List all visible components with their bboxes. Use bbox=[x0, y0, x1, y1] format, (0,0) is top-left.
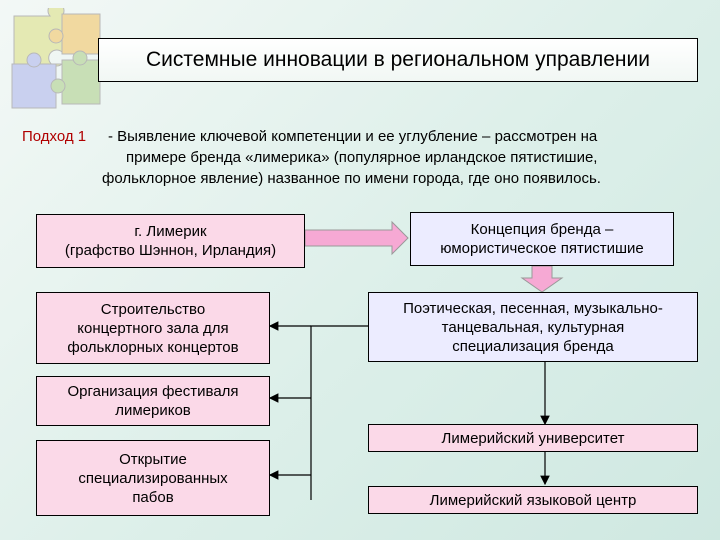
box-text: юмористическое пятистишие bbox=[440, 240, 644, 257]
box-text: пабов bbox=[132, 488, 174, 506]
box-text: (графство Шэннон, Ирландия) bbox=[64, 242, 277, 259]
connector-spec-to-left bbox=[310, 325, 368, 500]
big-arrow-right bbox=[304, 220, 409, 256]
box-text: танцевальная, культурная bbox=[441, 318, 625, 336]
approach-line-1: - Выявление ключевой компетенции и ее уг… bbox=[108, 128, 598, 145]
box-text: лимериков bbox=[115, 402, 191, 419]
box-text: специализация бренда bbox=[452, 337, 614, 355]
box-text: специализированных bbox=[78, 469, 228, 487]
box-text: концертного зала для bbox=[77, 319, 229, 337]
slide-title: Системные инновации в региональном управ… bbox=[98, 38, 698, 82]
box-university: Лимерийский университет bbox=[368, 424, 698, 452]
box-limerick-city: г. Лимерик (графство Шэннон, Ирландия) bbox=[36, 214, 305, 268]
big-arrow-down bbox=[520, 265, 564, 293]
box-text: Лимерийский университет bbox=[441, 429, 625, 447]
box-festival: Организация фестиваля лимериков bbox=[36, 376, 270, 426]
box-text: Строительство bbox=[100, 300, 206, 318]
puzzle-decoration bbox=[11, 8, 101, 109]
box-text: Организация фестиваля bbox=[67, 383, 239, 400]
box-text: г. Лимерик bbox=[134, 223, 207, 240]
approach-line-3: фольклорное явление) названное по имени … bbox=[102, 170, 601, 187]
box-text: Поэтическая, песенная, музыкально- bbox=[403, 299, 663, 317]
box-text: Открытие bbox=[119, 450, 187, 468]
box-text: фольклорных концертов bbox=[67, 338, 239, 356]
box-specialization: Поэтическая, песенная, музыкально-танцев… bbox=[368, 292, 698, 362]
box-language-center: Лимерийский языковой центр bbox=[368, 486, 698, 514]
puzzle-piece-bottom-left bbox=[11, 63, 57, 109]
box-brand-concept: Концепция бренда – юмористическое пятисти… bbox=[410, 212, 674, 266]
approach-line-2: примере бренда «лимерика» (популярное ир… bbox=[126, 149, 598, 166]
approach-label: Подход 1 bbox=[22, 128, 87, 145]
box-text: Лимерийский языковой центр bbox=[429, 491, 637, 509]
box-text: Концепция бренда – bbox=[470, 221, 614, 238]
